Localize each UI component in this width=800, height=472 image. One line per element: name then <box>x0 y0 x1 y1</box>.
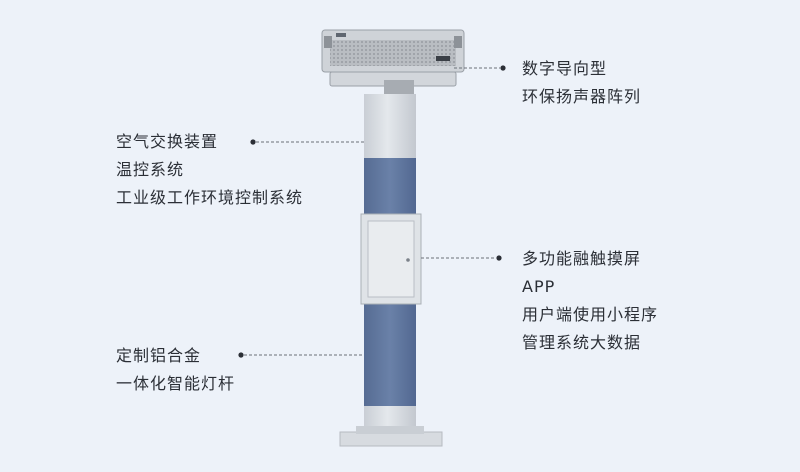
connector-pole <box>238 352 364 358</box>
control-cabinet <box>360 213 422 305</box>
callout-air: 空气交换装置 温控系统 工业级工作环境控制系统 <box>116 128 303 212</box>
callout-air-line-2: 温控系统 <box>116 160 185 179</box>
callout-pole: 定制铝合金 一体化智能灯杆 <box>116 342 235 398</box>
callout-screen-line-1: 多功能融触摸屏 <box>522 249 642 268</box>
callout-screen-line-4: 管理系统大数据 <box>522 333 642 352</box>
callout-speaker-line-1: 数字导向型 <box>522 59 608 78</box>
callout-screen: 多功能融触摸屏 APP 用户端使用小程序 管理系统大数据 <box>522 245 658 357</box>
callout-speaker-line-2: 环保扬声器阵列 <box>522 87 642 106</box>
callout-screen-line-2: APP <box>522 277 556 296</box>
callout-air-line-3: 工业级工作环境控制系统 <box>116 188 304 207</box>
callout-pole-line-1: 定制铝合金 <box>116 346 202 365</box>
speaker-array <box>321 29 465 96</box>
pole-body <box>339 94 443 447</box>
connector-speaker <box>454 65 506 71</box>
callout-air-line-1: 空气交换装置 <box>116 132 219 151</box>
connector-screen <box>421 255 502 261</box>
callout-speaker: 数字导向型 环保扬声器阵列 <box>522 55 641 111</box>
connector-air <box>250 139 364 145</box>
callout-screen-line-3: 用户端使用小程序 <box>522 305 659 324</box>
callout-pole-line-2: 一体化智能灯杆 <box>116 374 236 393</box>
